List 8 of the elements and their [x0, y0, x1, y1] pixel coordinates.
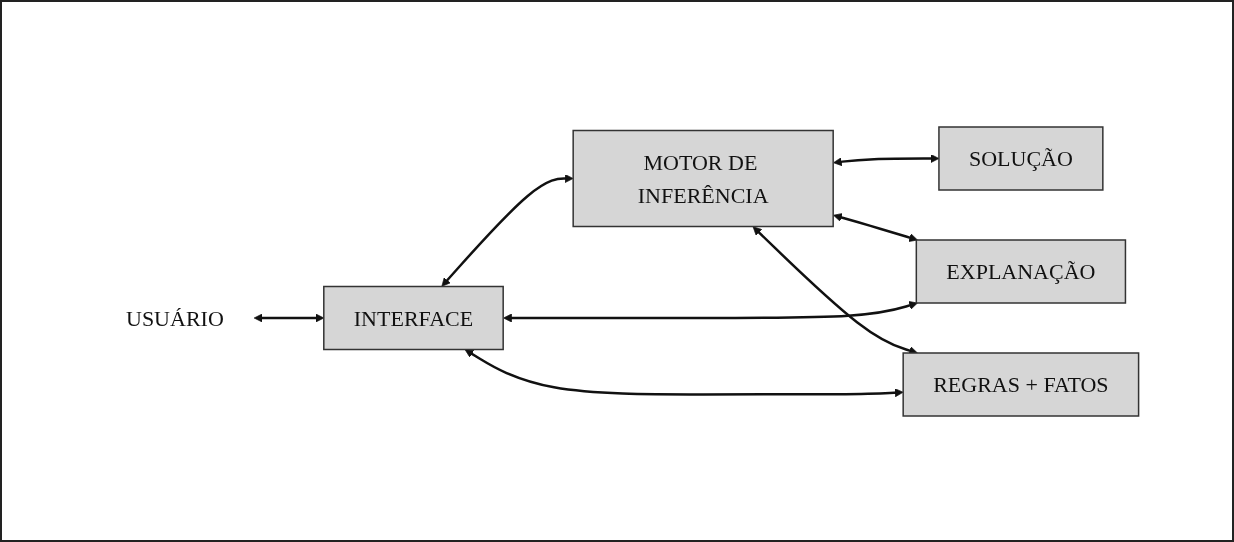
node-box: REGRAS + FATOS: [902, 351, 1140, 417]
node-text: USUÁRIO: [125, 305, 224, 330]
arrow: [253, 313, 324, 322]
node-box: MOTOR DE INFERÊNCIA: [572, 129, 834, 227]
node-box: INTERFACE: [322, 285, 504, 350]
node-box: EXPLANAÇÃO: [915, 238, 1126, 304]
node-box: SOLUÇÃO: [937, 125, 1104, 191]
arrow: [832, 212, 918, 242]
